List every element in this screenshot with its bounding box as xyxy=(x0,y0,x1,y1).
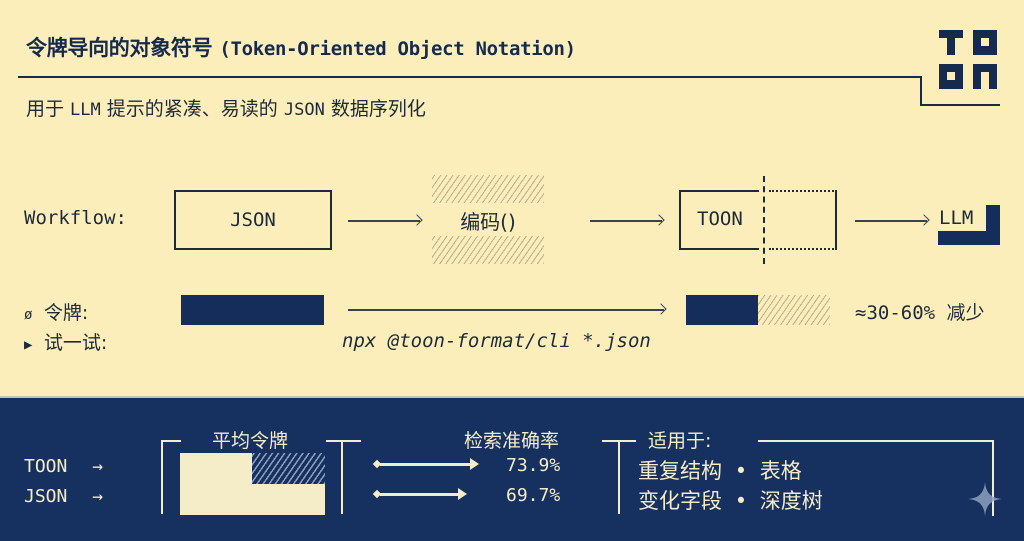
llm-step: LLM xyxy=(939,207,974,229)
toon-box-edge xyxy=(835,190,837,250)
accuracy-title: 检索准确率 xyxy=(464,430,560,452)
toon-token-bar xyxy=(686,295,758,325)
encode-step: 编码() xyxy=(460,210,516,234)
step-label: TOON xyxy=(697,208,743,230)
workflow-label: Workflow: xyxy=(24,207,127,229)
try-it-label-text: 试一试: xyxy=(43,332,108,354)
stats-panel: TOON → JSON → 平均令牌 检索准确率 73.9% 69.7% 适用于… xyxy=(0,396,1024,541)
accuracy-bar-toon xyxy=(380,463,470,466)
stats-row-json: JSON → xyxy=(24,486,103,507)
arrowhead-icon xyxy=(470,458,479,470)
empty-set-icon: ø xyxy=(24,307,33,323)
subtitle-part: 提示的紧凑、易读的 xyxy=(100,98,284,120)
bullet-icon: • xyxy=(734,489,748,513)
use-case-row: 变化字段 • 深度树 xyxy=(638,485,823,515)
title-divider xyxy=(18,76,921,78)
tokens-label: ø 令牌: xyxy=(24,298,88,325)
bracket-line xyxy=(758,440,994,442)
logo-divider-vertical xyxy=(920,76,922,106)
bracket-line xyxy=(161,440,181,442)
toon-logo-icon xyxy=(939,30,999,90)
compression-divider xyxy=(763,176,765,264)
toon-box-dotted xyxy=(769,190,837,250)
row-name: JSON xyxy=(24,486,68,507)
play-icon: ▶ xyxy=(24,337,33,353)
use-cases-title: 适用于: xyxy=(648,430,712,452)
use-case-item: 变化字段 xyxy=(638,489,722,513)
page-title: 令牌导向的对象符号 (Token-Oriented Object Notatio… xyxy=(26,32,576,62)
arrow-icon xyxy=(348,309,664,311)
toon-accuracy: 73.9% xyxy=(506,455,561,476)
arrowhead-icon xyxy=(458,488,467,500)
cli-command[interactable]: npx @toon-format/cli *.json xyxy=(342,330,651,352)
subtitle: 用于 LLM 提示的紧凑、易读的 JSON 数据序列化 xyxy=(26,94,426,121)
subtitle-part: LLM xyxy=(70,100,101,120)
arrow-icon xyxy=(348,220,420,222)
bracket-line xyxy=(618,440,620,514)
use-case-item: 重复结构 xyxy=(638,459,722,483)
use-case-item: 表格 xyxy=(759,459,802,483)
arrow-icon xyxy=(855,220,927,222)
json-avg-bar xyxy=(252,484,325,515)
toon-saved-hatch xyxy=(252,453,325,484)
use-case-item: 深度树 xyxy=(759,489,823,513)
bracket-line xyxy=(161,440,163,514)
json-step-box: JSON xyxy=(174,190,332,250)
json-accuracy: 69.7% xyxy=(506,485,561,506)
toon-box-solid xyxy=(679,190,759,250)
toon-step-box: TOON xyxy=(679,176,839,264)
subtitle-part: JSON xyxy=(283,100,325,120)
toon-avg-bar xyxy=(180,453,252,515)
avg-tokens-title: 平均令牌 xyxy=(212,430,289,452)
row-name: TOON xyxy=(24,456,68,477)
subtitle-part: 数据序列化 xyxy=(324,98,426,120)
logo-divider-horizontal xyxy=(920,104,1000,106)
title-cn: 令牌导向的对象符号 xyxy=(26,36,213,60)
tokens-label-text: 令牌: xyxy=(43,302,89,324)
llm-bracket-icon xyxy=(986,205,1000,245)
token-reduction-text: ≈30-60% 减少 xyxy=(855,302,985,324)
saved-tokens-hatch xyxy=(758,295,830,325)
bullet-icon: • xyxy=(734,459,748,483)
bracket-line xyxy=(992,440,994,516)
stats-row-toon: TOON → xyxy=(24,456,103,477)
arrow-icon xyxy=(590,220,662,222)
bracket-line xyxy=(326,440,361,442)
step-label: JSON xyxy=(230,209,276,231)
subtitle-part: 用于 xyxy=(26,98,71,120)
try-it-label: ▶ 试一试: xyxy=(24,328,107,355)
use-case-row: 重复结构 • 表格 xyxy=(638,455,802,485)
bracket-line xyxy=(341,440,343,514)
title-en: (Token-Oriented Object Notation) xyxy=(219,38,576,60)
encode-hatch-bottom xyxy=(432,236,544,264)
json-token-bar xyxy=(181,295,324,325)
arrow-icon: → xyxy=(92,456,104,477)
llm-bracket-icon xyxy=(938,231,1000,245)
encode-hatch-top xyxy=(432,175,544,203)
sparkle-icon xyxy=(968,482,1002,516)
accuracy-bar-json xyxy=(380,493,458,496)
arrow-icon: → xyxy=(92,486,104,507)
